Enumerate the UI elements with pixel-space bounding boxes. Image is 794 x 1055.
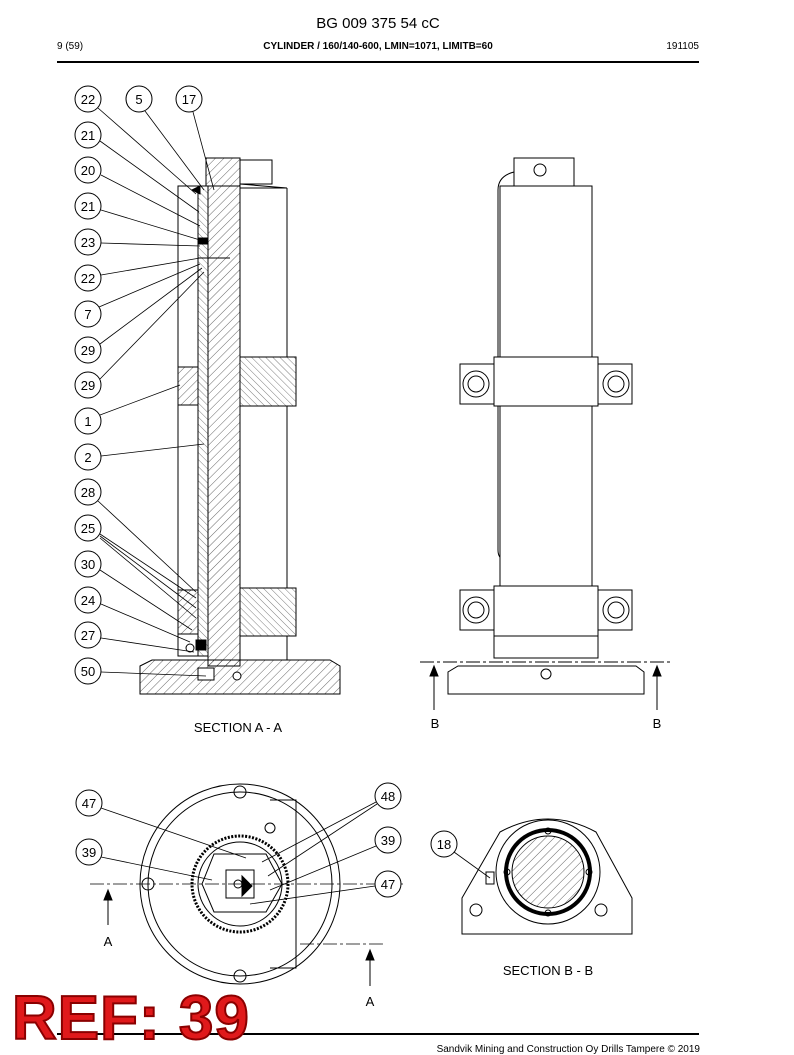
part-description: CYLINDER / 160/140-600, LMIN=1071, LIMIT…: [263, 41, 493, 52]
svg-text:39: 39: [381, 833, 395, 848]
svg-text:24: 24: [81, 593, 95, 608]
callout-47: 47: [75, 789, 103, 817]
svg-text:50: 50: [81, 664, 95, 679]
callout-18: 18: [430, 830, 458, 858]
callout-21b: 21: [74, 192, 102, 220]
svg-text:28: 28: [81, 485, 95, 500]
svg-text:29: 29: [81, 378, 95, 393]
svg-text:22: 22: [81, 271, 95, 286]
section-aa-callouts: 22 5 17 21 20 21 23 22: [74, 85, 203, 685]
callout-47b: 47: [374, 870, 402, 898]
svg-text:27: 27: [81, 628, 95, 643]
section-bb-drawing: [461, 818, 633, 935]
svg-text:39: 39: [82, 845, 96, 860]
callout-29b: 29: [74, 371, 102, 399]
svg-text:2: 2: [84, 450, 91, 465]
callout-28: 28: [74, 478, 102, 506]
callout-18-leader: [453, 851, 491, 879]
svg-text:30: 30: [81, 557, 95, 572]
callout-48: 48: [374, 782, 402, 810]
svg-text:25: 25: [81, 521, 95, 536]
callout-25: 25: [74, 514, 102, 542]
page-number: 9 (59): [57, 41, 84, 52]
callout-23: 23: [74, 228, 102, 256]
svg-text:5: 5: [135, 92, 142, 107]
section-mark-a-left: A: [104, 934, 113, 949]
callout-1: 1: [74, 407, 102, 435]
svg-text:23: 23: [81, 235, 95, 250]
callout-21: 21: [74, 121, 102, 149]
callout-50: 50: [74, 657, 102, 685]
footer-rule: [57, 1033, 699, 1035]
revision-date: 191105: [666, 41, 699, 52]
callout-27: 27: [74, 621, 102, 649]
svg-text:17: 17: [182, 92, 196, 107]
svg-text:48: 48: [381, 789, 395, 804]
header-rule: [57, 61, 699, 63]
callout-24: 24: [74, 586, 102, 614]
section-mark-b-left: B: [431, 716, 440, 731]
callout-17: 17: [175, 85, 203, 113]
callout-7: 7: [74, 300, 102, 328]
section-mark-a-right: A: [366, 994, 375, 1009]
callout-30: 30: [74, 550, 102, 578]
svg-text:1: 1: [84, 414, 91, 429]
plan-view-leaders: [100, 801, 378, 905]
callout-20: 20: [74, 156, 102, 184]
section-bb-caption: SECTION B - B: [503, 963, 593, 978]
plan-view-callouts: 47 39 48 39 47: [75, 782, 402, 898]
section-mark-b-right: B: [653, 716, 662, 731]
document-number: BG 009 375 54 cC: [316, 15, 440, 32]
callout-29: 29: [74, 336, 102, 364]
svg-text:18: 18: [437, 837, 451, 852]
svg-text:47: 47: [82, 796, 96, 811]
svg-text:22: 22: [81, 92, 95, 107]
svg-text:21: 21: [81, 199, 95, 214]
section-aa-drawing: [139, 157, 341, 695]
section-aa-caption: SECTION A - A: [194, 720, 282, 735]
callout-2: 2: [74, 443, 102, 471]
callout-5: 5: [125, 85, 153, 113]
callout-22b: 22: [74, 264, 102, 292]
section-aa-leaders: [97, 107, 215, 677]
svg-text:7: 7: [84, 307, 91, 322]
callout-22: 22: [74, 85, 102, 113]
ref-banner: REF: 39: [11, 984, 250, 1053]
plan-view: [90, 783, 404, 986]
svg-text:47: 47: [381, 877, 395, 892]
callout-39b: 39: [374, 826, 402, 854]
callout-39: 39: [75, 838, 103, 866]
svg-text:20: 20: [81, 163, 95, 178]
svg-text:29: 29: [81, 343, 95, 358]
elevation-view: [420, 157, 672, 710]
svg-text:21: 21: [81, 128, 95, 143]
footer-copyright: Sandvik Mining and Construction Oy Drill…: [436, 1044, 700, 1055]
